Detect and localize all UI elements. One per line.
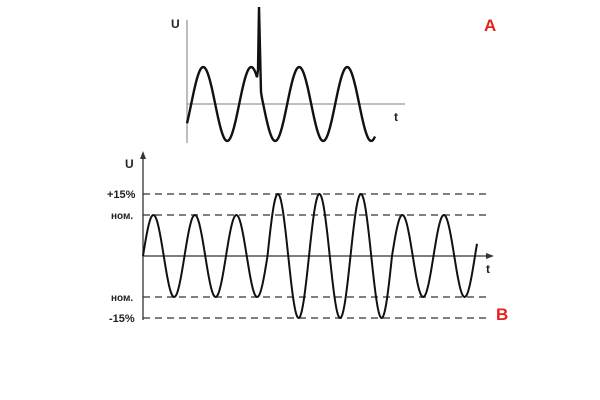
b-level-lines <box>143 193 487 319</box>
b-panel-label: B <box>496 305 508 324</box>
diagram-b: U t +15% ном. ном. -15% B <box>107 151 508 325</box>
a-x-axis-label: t <box>394 110 398 124</box>
a-panel-label: A <box>484 16 496 35</box>
b-x-axis-label: t <box>486 262 490 276</box>
b-y-axis-arrow-icon <box>140 151 146 159</box>
b-y-axis-label: U <box>125 157 134 171</box>
a-y-axis-label: U <box>171 17 180 31</box>
b-x-axis-arrow-icon <box>486 253 494 259</box>
a-voltage-wave-with-spike <box>185 6 377 143</box>
diagram-a: U t A <box>171 6 496 143</box>
label-minus15: -15% <box>109 313 135 325</box>
label-plus15: +15% <box>107 189 136 201</box>
label-nom-lower: ном. <box>111 293 133 304</box>
b-voltage-wave-fluctuation <box>142 192 478 320</box>
label-nom-upper: ном. <box>111 211 133 222</box>
